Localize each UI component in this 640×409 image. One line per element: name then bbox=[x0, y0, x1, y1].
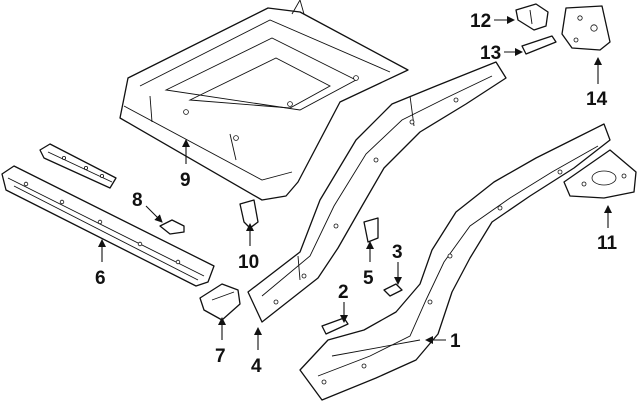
callout-12: 12 bbox=[470, 11, 491, 32]
callout-5: 5 bbox=[363, 268, 374, 289]
callout-1: 1 bbox=[450, 331, 461, 352]
callout-14: 14 bbox=[586, 89, 608, 110]
part-10-clip bbox=[239, 199, 259, 229]
leader-8 bbox=[145, 205, 163, 223]
leader-lines bbox=[98, 16, 612, 350]
part-14-plate bbox=[561, 5, 611, 51]
part-8-bracket bbox=[159, 219, 185, 235]
part-12-bracket bbox=[515, 3, 549, 31]
callout-labels: 1 2 3 4 5 6 7 8 9 10 11 12 13 14 bbox=[95, 11, 618, 377]
callout-4: 4 bbox=[251, 356, 262, 377]
callout-3: 3 bbox=[392, 242, 403, 263]
part-8-reinforcement bbox=[39, 143, 117, 189]
part-1-rear-frame-rail bbox=[299, 123, 611, 401]
callout-9: 9 bbox=[180, 170, 191, 191]
callout-13: 13 bbox=[480, 43, 501, 64]
part-9-rear-floor-pan bbox=[119, 0, 409, 201]
callout-2: 2 bbox=[338, 282, 349, 303]
callout-8: 8 bbox=[132, 190, 143, 211]
part-4-rear-frame-rail bbox=[247, 61, 507, 323]
callout-6: 6 bbox=[95, 268, 106, 289]
callout-7: 7 bbox=[215, 346, 226, 367]
part-5-clip bbox=[363, 217, 379, 243]
part-11-plate bbox=[563, 149, 637, 199]
callout-10: 10 bbox=[238, 252, 259, 273]
part-6-side-rail bbox=[1, 165, 215, 287]
part-7-bracket bbox=[199, 283, 241, 321]
callout-11: 11 bbox=[597, 233, 618, 254]
part-13-spacer bbox=[521, 35, 557, 55]
part-3-bracket bbox=[383, 283, 403, 297]
